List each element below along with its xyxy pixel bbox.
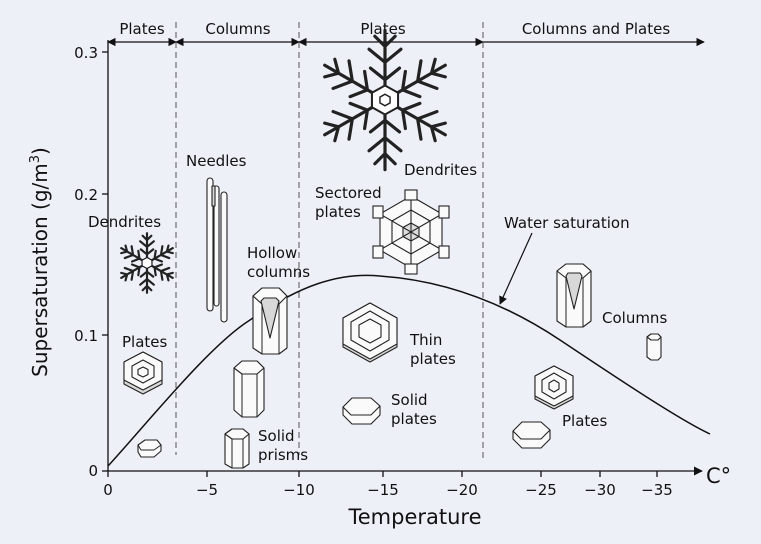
- label-solid-prisms-2: prisms: [258, 446, 308, 464]
- axes: [102, 40, 703, 477]
- x-tick-label: −5: [196, 481, 218, 499]
- thin-plate-icon: [342, 302, 398, 363]
- y-tick-label: 0.3: [74, 44, 98, 62]
- label-columns-right: Columns: [602, 309, 667, 327]
- label-dendrites-top: Dendrites: [404, 161, 477, 179]
- x-axis-unit: C°: [706, 464, 731, 488]
- y-axis-title-sup: 3: [28, 155, 43, 163]
- x-axis-title: Temperature: [347, 505, 481, 529]
- y-tick-label: 0: [88, 462, 98, 480]
- x-tick-label: −35: [641, 481, 673, 499]
- sectored-plate-icon: [372, 189, 450, 275]
- label-hollow-columns-1: Hollow: [247, 244, 297, 262]
- x-tick-label: −20: [446, 481, 478, 499]
- label-dendrites-left: Dendrites: [88, 213, 161, 231]
- dendrite-crystal-icon: [116, 232, 178, 294]
- label-solid-plates-1: Solid: [391, 391, 428, 409]
- solid-plate-icon: [512, 421, 551, 449]
- needle-crystal-icon: [206, 177, 228, 323]
- y-axis-title-main: Supersaturation (g/m: [28, 163, 52, 377]
- column-crystal-icon: [556, 263, 592, 328]
- solid-plate-icon: [137, 439, 162, 458]
- x-tick-label: −10: [283, 481, 315, 499]
- column-crystal-icon: [646, 333, 662, 361]
- label-needles: Needles: [186, 152, 247, 170]
- label-plates-right: Plates: [562, 412, 608, 430]
- y-tick-label: 0.2: [74, 186, 98, 204]
- x-tick-label: −30: [584, 481, 616, 499]
- label-hollow-columns-2: columns: [247, 263, 310, 281]
- y-axis-title-end: ): [28, 147, 52, 155]
- regime-label-plates-1: Plates: [119, 20, 165, 38]
- label-solid-plates-2: plates: [391, 410, 437, 428]
- solid-plate-icon: [342, 397, 381, 425]
- x-tick-label: −25: [525, 481, 557, 499]
- hexagonal-plate-icon: [534, 365, 574, 410]
- regime-dividers: [175, 22, 484, 462]
- label-sectored-plates-1: Sectored: [315, 184, 382, 202]
- water-saturation-pointer: [499, 232, 533, 305]
- y-axis-title: Supersaturation (g/m3): [28, 147, 52, 377]
- regime-label-columns-and-plates: Columns and Plates: [522, 20, 671, 38]
- dendrite-crystal-icon: [315, 28, 455, 172]
- water-saturation-curve: [107, 274, 711, 467]
- hollow-column-icon: [252, 287, 288, 355]
- label-thin-plates-2: plates: [410, 350, 456, 368]
- solid-prism-icon: [224, 428, 250, 469]
- label-solid-prisms-1: Solid: [258, 427, 295, 445]
- label-sectored-plates-2: plates: [315, 203, 361, 221]
- water-saturation-label: Water saturation: [504, 214, 630, 232]
- regime-label-plates-2: Plates: [360, 20, 406, 38]
- hexagonal-plate-icon: [123, 351, 163, 395]
- x-tick-label: −15: [367, 481, 399, 499]
- solid-prism-icon: [233, 360, 265, 418]
- y-tick-label: 0.1: [74, 327, 98, 345]
- label-plates-left: Plates: [122, 333, 168, 351]
- x-tick-label: 0: [103, 481, 113, 499]
- label-thin-plates-1: Thin: [409, 331, 442, 349]
- regime-label-columns: Columns: [205, 20, 270, 38]
